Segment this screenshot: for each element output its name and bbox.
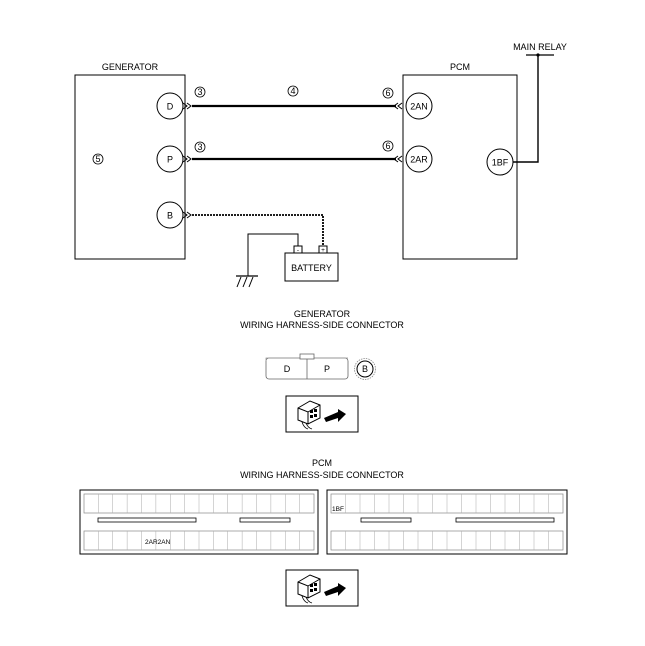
battery-box: [284, 252, 339, 282]
pcm-terminal-2an-label: 2AN: [410, 102, 428, 112]
battery-positive-terminal: [318, 245, 328, 254]
generator-connector-pin-b: B: [362, 364, 368, 374]
generator-connector-view-icon: [285, 395, 359, 433]
generator-terminal-d-label: D: [167, 102, 174, 112]
battery-label: BATTERY: [291, 263, 332, 273]
svg-text:-: -: [297, 247, 299, 254]
pcm-connector-right-label: 1BF: [332, 506, 344, 513]
generator-connector-pin-p: P: [324, 364, 330, 374]
svg-text:+: +: [321, 247, 325, 254]
wire-b-battery: [192, 214, 324, 246]
wire-battery-ground: [247, 233, 299, 276]
wire-d-pcm-connector-mark: [393, 102, 403, 110]
pcm-terminal-1bf-label: 1BF: [492, 158, 509, 168]
main-relay-label: MAIN RELAY: [513, 42, 567, 52]
pcm-label: PCM: [450, 62, 470, 72]
callout-d-mid: 4: [290, 86, 295, 96]
pcm-connector-title: PCM: [312, 458, 332, 468]
generator-connector-subtitle: WIRING HARNESS-SIDE CONNECTOR: [240, 320, 404, 330]
generator-label: GENERATOR: [102, 62, 159, 72]
callout-d-near: 3: [197, 87, 202, 97]
pcm-connector-subtitle: WIRING HARNESS-SIDE CONNECTOR: [240, 470, 404, 480]
callout-p-near: 3: [197, 142, 202, 152]
generator-connector: [265, 353, 376, 380]
generator-terminal-b-label: B: [167, 211, 173, 221]
pcm-terminal-2ar-label: 2AR: [410, 155, 428, 165]
pcm-terminal-2ar: [405, 145, 433, 173]
callout-d-far: 6: [385, 88, 390, 98]
generator-terminal-p: [156, 145, 184, 173]
pcm-connector-right: [326, 489, 568, 555]
wire-p-generator-connector-mark: [182, 155, 192, 163]
svg-text:5: 5: [95, 154, 100, 164]
callout-generator-ref: [92, 153, 104, 165]
generator-terminal-d: [156, 92, 184, 120]
generator-terminal-b: [156, 201, 184, 229]
generator-terminal-p-label: P: [167, 155, 173, 165]
ground-symbol: [236, 275, 258, 288]
pcm-connector-left-label: 2AR2AN: [145, 539, 171, 546]
generator-connector-title: GENERATOR: [294, 309, 351, 319]
wire-d-generator-connector-mark: [182, 102, 192, 110]
wire-p-pcm-connector-mark: [393, 155, 403, 163]
callout-p-far: 6: [385, 141, 390, 151]
pcm-connector-left: [79, 489, 319, 555]
generator-connector-pin-d: D: [284, 364, 291, 374]
pcm-terminal-2an: [405, 92, 433, 120]
pcm-connector-view-icon: [285, 569, 359, 607]
wire-main-relay: [513, 55, 539, 163]
